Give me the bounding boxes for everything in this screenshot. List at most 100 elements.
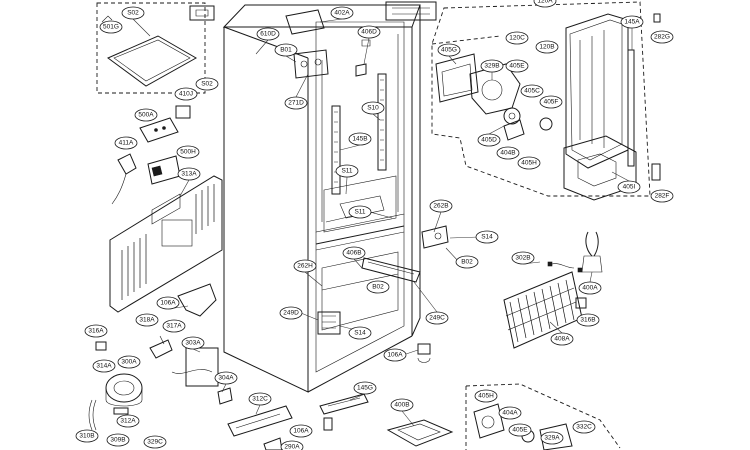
callout-bubble xyxy=(92,359,116,373)
part-callout: B01 xyxy=(274,43,298,57)
part-number-label: S11 xyxy=(354,209,365,216)
center-components xyxy=(317,225,454,447)
callout-bubble xyxy=(437,43,461,57)
callout-bubble xyxy=(550,332,574,346)
part-number-label: 312C xyxy=(252,396,268,403)
callout-bubble xyxy=(135,313,159,327)
callout-bubble xyxy=(505,31,529,45)
part-number-label: B02 xyxy=(372,284,384,291)
callout-bubble xyxy=(390,398,414,412)
callout-bubble xyxy=(121,6,145,20)
part-number-label: 317A xyxy=(166,323,182,330)
part-number-label: 309B xyxy=(110,437,125,444)
part-number-label: 316A xyxy=(88,328,104,335)
callout-bubble xyxy=(274,43,298,57)
callout-bubble xyxy=(620,15,644,29)
part-callout: 282F xyxy=(650,189,674,203)
callout-bubble xyxy=(429,199,453,213)
callout-bubble xyxy=(520,84,544,98)
part-number-label: 405E xyxy=(512,427,528,434)
part-callout: 405F xyxy=(539,95,563,109)
callout-bubble xyxy=(348,205,372,219)
part-number-label: 316B xyxy=(580,317,595,324)
callout-bubble xyxy=(505,59,529,73)
part-number-label: 120A xyxy=(537,0,553,5)
callout-bubble xyxy=(214,371,238,385)
part-callout: S02 xyxy=(121,6,145,20)
part-number-label: 405I xyxy=(623,184,636,191)
part-callout: 145G xyxy=(353,381,377,395)
part-number-label: 406D xyxy=(361,29,377,36)
part-callout: 314A xyxy=(92,359,116,373)
part-number-label: 405E xyxy=(509,63,525,70)
callout-bubble xyxy=(533,0,557,8)
part-callout: 332C xyxy=(572,420,596,434)
part-callout: 402A xyxy=(330,6,354,20)
part-callout: 405G xyxy=(437,43,461,57)
part-callout: 249C xyxy=(425,311,449,325)
part-callout: 290A xyxy=(280,440,304,450)
part-number-label: 312A xyxy=(120,418,136,425)
part-number-label: 408A xyxy=(554,336,570,343)
callout-bubble xyxy=(116,414,140,428)
part-number-label: 404A xyxy=(502,410,518,417)
part-callout: 411A xyxy=(114,136,138,150)
part-number-label: S10 xyxy=(367,105,379,112)
callout-labels: S02501GS02410J500A411A500H313A610DB01271… xyxy=(75,0,674,450)
callout-bubble xyxy=(181,336,205,350)
part-number-label: 282F xyxy=(655,193,670,200)
callout-bubble xyxy=(99,20,123,34)
callout-bubble xyxy=(106,433,130,447)
callout-bubble xyxy=(650,189,674,203)
part-callout: 329A xyxy=(540,431,564,445)
part-number-label: 402A xyxy=(334,10,350,17)
part-callout: 120B xyxy=(535,40,559,54)
part-callout: 313A xyxy=(177,167,201,181)
part-number-label: 500H xyxy=(180,149,196,156)
part-number-label: 145B xyxy=(352,136,367,143)
callout-bubble xyxy=(162,319,186,333)
callout-bubble xyxy=(177,167,201,181)
part-number-label: 249D xyxy=(283,310,299,317)
part-callout: 406B xyxy=(342,246,366,260)
callout-bubble xyxy=(576,313,600,327)
callout-bubble xyxy=(578,281,602,295)
callout-bubble xyxy=(366,280,390,294)
callout-bubble xyxy=(383,348,407,362)
part-number-label: 145A xyxy=(624,19,640,26)
part-callout: 405D xyxy=(477,133,501,147)
part-callout: 262B xyxy=(429,199,453,213)
part-callout: 405E xyxy=(505,59,529,73)
part-number-label: 120C xyxy=(509,35,525,42)
ice-maker-assembly xyxy=(431,1,661,201)
part-number-label: 405H xyxy=(478,393,494,400)
part-callout: S02 xyxy=(195,77,219,91)
callout-bubble xyxy=(335,164,359,178)
callout-bubble xyxy=(511,251,535,265)
part-callout: 410J xyxy=(174,87,198,101)
callout-bubble xyxy=(348,132,372,146)
callout-bubble xyxy=(279,306,303,320)
part-callout: 406D xyxy=(357,25,381,39)
part-number-label: 318A xyxy=(139,317,155,324)
part-number-label: 106A xyxy=(387,352,403,359)
callout-bubble xyxy=(195,77,219,91)
part-number-label: 405G xyxy=(441,47,457,54)
part-number-label: 329A xyxy=(544,435,560,442)
part-number-label: S14 xyxy=(354,330,366,337)
refrigerator-cabinet xyxy=(189,1,437,393)
callout-bubble xyxy=(330,6,354,20)
part-callout: 405H xyxy=(517,156,541,170)
callout-bubble xyxy=(353,381,377,395)
part-number-label: 400B xyxy=(394,402,409,409)
callout-bubble xyxy=(143,435,167,449)
part-callout: 405C xyxy=(520,84,544,98)
callout-bubble xyxy=(535,40,559,54)
callout-bubble xyxy=(284,96,308,110)
part-callout: 106A xyxy=(383,348,407,362)
part-number-label: 500A xyxy=(138,112,154,119)
part-number-label: 310B xyxy=(79,433,94,440)
callout-bubble xyxy=(348,326,372,340)
part-callout: S11 xyxy=(348,205,372,219)
callout-bubble xyxy=(496,146,520,160)
